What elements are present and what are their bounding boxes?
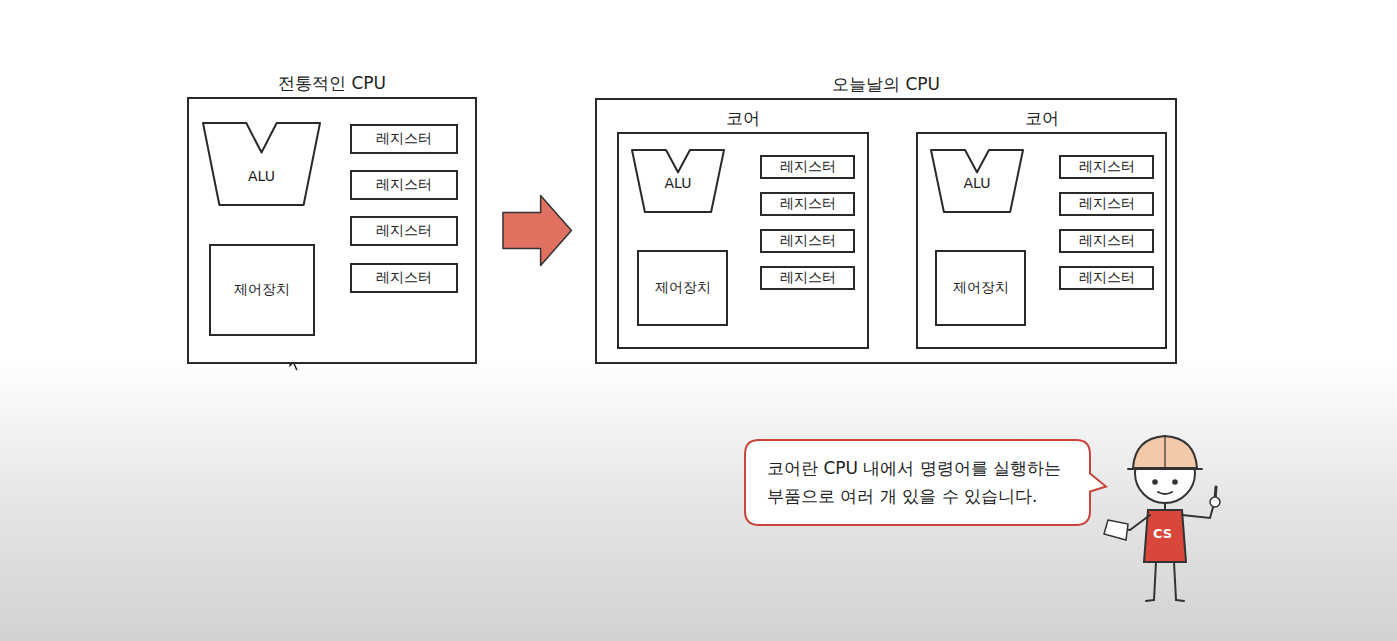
component-label: 레지스터 [1079, 269, 1135, 287]
component-label: 레지스터 [1079, 158, 1135, 176]
component-box: 레지스터 [1059, 266, 1154, 290]
component-box: 레지스터 [350, 263, 458, 293]
frame-heading: 전통적인 CPU [189, 73, 475, 94]
component-box: 레지스터 [350, 124, 458, 154]
component-label: 레지스터 [780, 195, 836, 213]
component-box: 레지스터 [350, 170, 458, 200]
frame-heading: 오늘날의 CPU [597, 74, 1175, 95]
component-box: 레지스터 [1059, 192, 1154, 216]
alu-outline [203, 123, 320, 205]
cpu-frame: 전통적인 CPUALU레지스터레지스터레지스터레지스터제어장치 [187, 97, 477, 364]
component-box: 레지스터 [1059, 229, 1154, 253]
bubble-border [745, 440, 1106, 525]
component-label: ALU [665, 175, 692, 193]
callout-text: 코어란 CPU 내에서 명령어를 실행하는 부품으로 여러 개 있을 수 있습니… [767, 455, 1068, 509]
component-label: 레지스터 [1079, 195, 1135, 213]
component-label: 레지스터 [376, 176, 432, 194]
alu-shape: ALU [632, 150, 724, 212]
frame-heading: 코어 [619, 108, 867, 129]
component-box: 레지스터 [760, 192, 855, 216]
cpu-frame: 코어ALU레지스터레지스터레지스터레지스터제어장치 [916, 132, 1167, 349]
alu-trapezoid [203, 123, 320, 205]
component-box: 레지스터 [760, 155, 855, 179]
component-box: 제어장치 [935, 250, 1026, 326]
alu-shape: ALU [931, 150, 1023, 212]
block-arrow [503, 196, 571, 266]
component-label: 레지스터 [376, 130, 432, 148]
component-label: 제어장치 [234, 281, 290, 299]
component-label: ALU [964, 175, 991, 193]
component-label: 레지스터 [780, 269, 836, 287]
component-label: 레지스터 [376, 269, 432, 287]
component-box: 제어장치 [209, 244, 315, 336]
component-label: 레지스터 [780, 158, 836, 176]
component-label: 레지스터 [376, 222, 432, 240]
alu-trapezoid [931, 150, 1023, 212]
component-label: 레지스터 [780, 232, 836, 250]
bubble-outline [745, 440, 1090, 525]
cpu-frame: 코어ALU레지스터레지스터레지스터레지스터제어장치 [617, 132, 869, 349]
frame-heading: 코어 [918, 108, 1165, 129]
shirt-logo: CS [1153, 526, 1172, 541]
component-box: 레지스터 [760, 266, 855, 290]
mascot-figure [1104, 436, 1220, 601]
cpu-frame: 오늘날의 CPU코어ALU레지스터레지스터레지스터레지스터제어장치코어ALU레지… [595, 98, 1177, 364]
component-box: 레지스터 [350, 216, 458, 246]
speech-bubble: 코어란 CPU 내에서 명령어를 실행하는 부품으로 여러 개 있을 수 있습니… [745, 440, 1090, 525]
component-box: 레지스터 [760, 229, 855, 253]
component-label: 제어장치 [953, 279, 1009, 297]
component-label: 제어장치 [655, 279, 711, 297]
alu-trapezoid [632, 150, 724, 212]
component-box: 제어장치 [637, 250, 728, 326]
alu-shape: ALU [203, 123, 320, 205]
component-box: 레지스터 [1059, 155, 1154, 179]
component-label: 레지스터 [1079, 232, 1135, 250]
component-label: ALU [248, 168, 275, 186]
